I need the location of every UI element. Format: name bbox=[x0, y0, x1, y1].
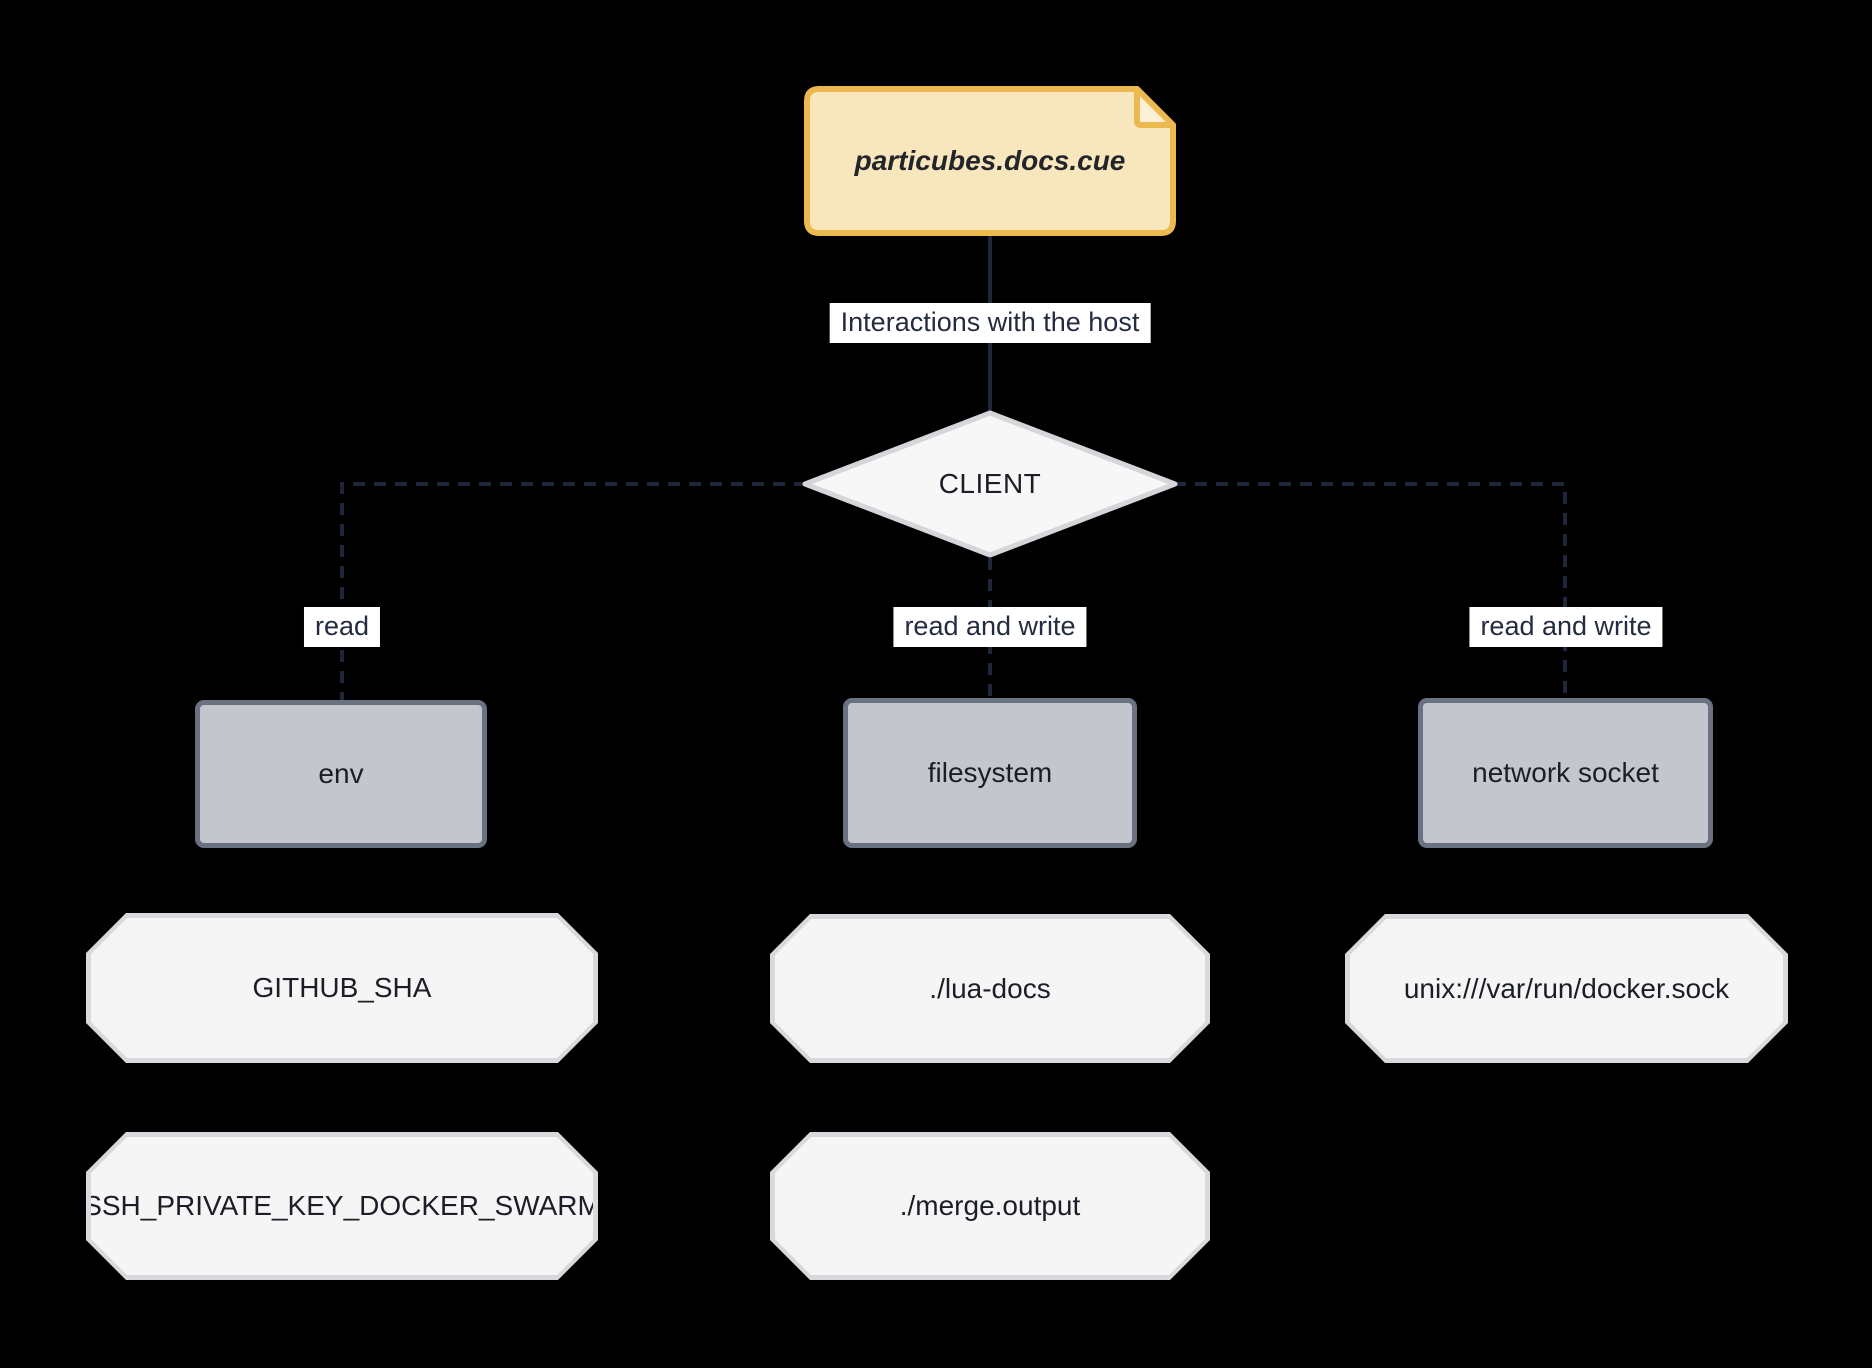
env-resource-node: env bbox=[195, 700, 487, 848]
ssh-private-key-node: SSH_PRIVATE_KEY_DOCKER_SWARM bbox=[86, 1132, 598, 1280]
client-label: CLIENT bbox=[938, 468, 1042, 499]
note-label: particubes.docs.cue bbox=[854, 145, 1126, 176]
edge-label-read-write-network: read and write bbox=[1469, 607, 1663, 647]
edge-label-host-interactions: Interactions with the host bbox=[829, 303, 1151, 343]
edge-label-read-write-filesystem: read and write bbox=[893, 607, 1087, 647]
edge-client-to-network-socket bbox=[1174, 482, 1567, 698]
note-node: particubes.docs.cue bbox=[804, 86, 1176, 236]
filesystem-resource-node: filesystem bbox=[843, 698, 1137, 848]
merge-output-node: ./merge.output bbox=[770, 1132, 1210, 1280]
github-sha-node: GITHUB_SHA bbox=[86, 913, 598, 1063]
docker-sock-node: unix:///var/run/docker.sock bbox=[1345, 914, 1788, 1063]
ssh-private-key-label: SSH_PRIVATE_KEY_DOCKER_SWARM bbox=[91, 1137, 593, 1275]
note-shape bbox=[804, 86, 1176, 236]
merge-output-label: ./merge.output bbox=[775, 1137, 1205, 1275]
client-decision-node: CLIENT bbox=[802, 410, 1178, 558]
network-socket-resource-node: network socket bbox=[1418, 698, 1713, 848]
github-sha-label: GITHUB_SHA bbox=[91, 918, 593, 1058]
note-fold-corner bbox=[1134, 86, 1176, 128]
edge-client-to-env bbox=[340, 482, 806, 700]
lua-docs-node: ./lua-docs bbox=[770, 914, 1210, 1063]
docker-sock-label: unix:///var/run/docker.sock bbox=[1350, 919, 1783, 1058]
diamond-shape bbox=[802, 410, 1178, 558]
edge-label-read: read bbox=[303, 607, 381, 647]
lua-docs-label: ./lua-docs bbox=[775, 919, 1205, 1058]
